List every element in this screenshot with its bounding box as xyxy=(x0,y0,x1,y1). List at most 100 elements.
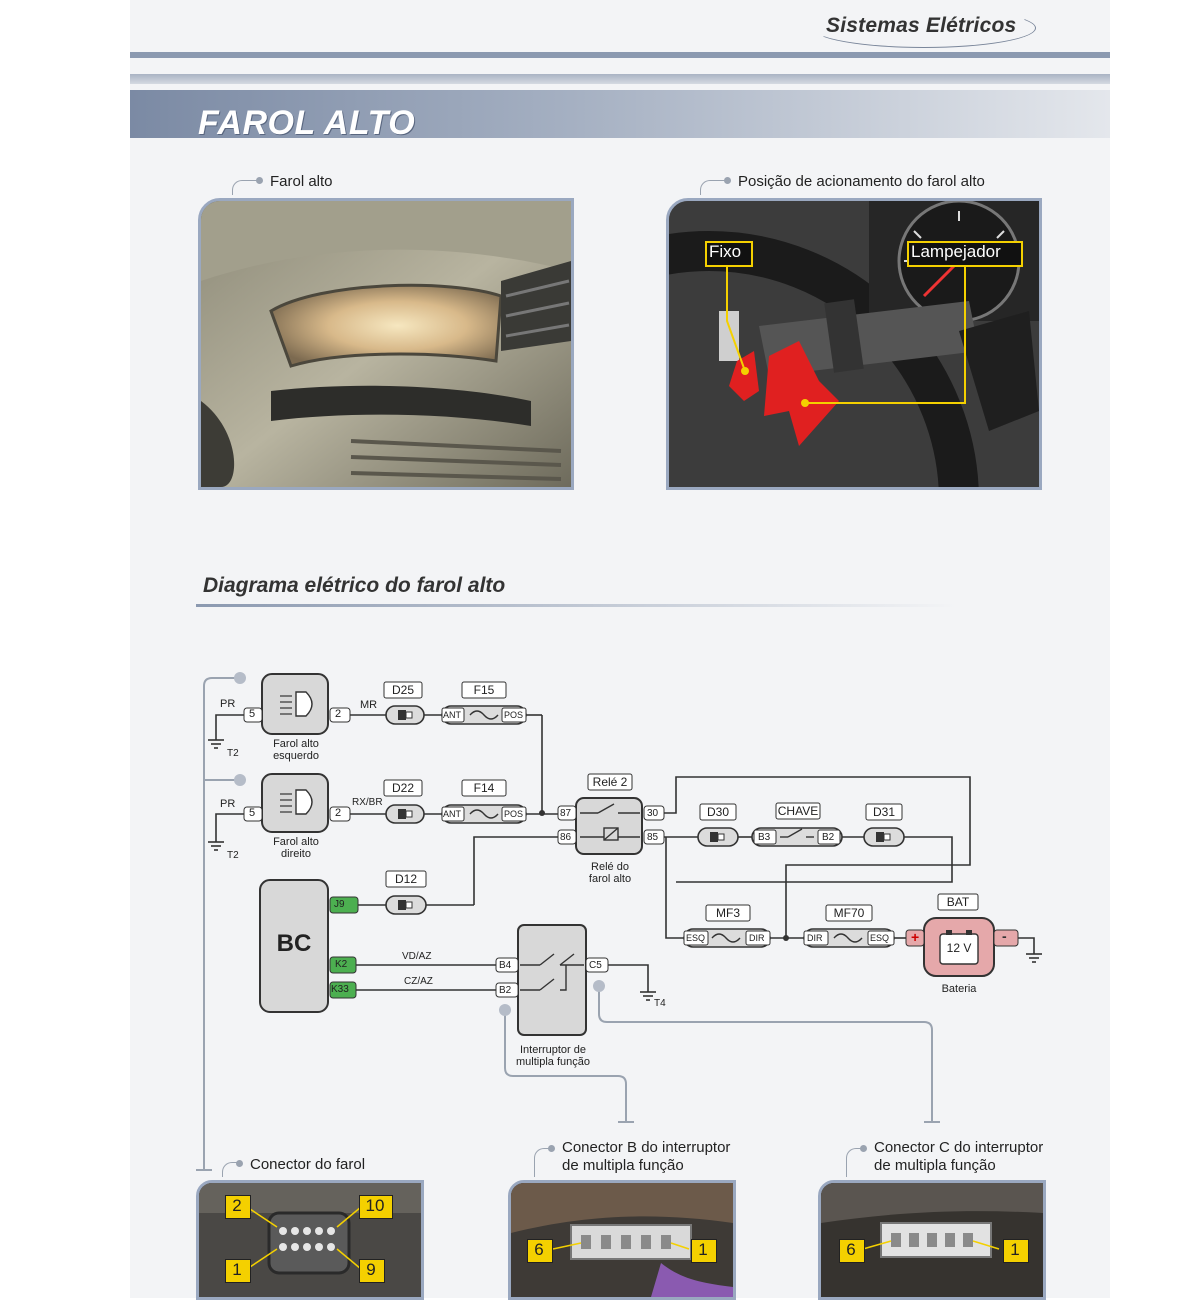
mf3-pin-esq: ESQ xyxy=(686,933,706,943)
caption-leader xyxy=(846,1148,861,1177)
lamp-right-label-line1: Farol alto xyxy=(273,836,319,848)
relay-pin-87: 87 xyxy=(560,808,572,819)
relay-pin-86: 86 xyxy=(560,832,572,843)
connector-b-caption: Conector B do interruptor de multipla fu… xyxy=(562,1139,730,1175)
lamp-left-wire-feed: MR xyxy=(360,699,378,711)
caption-leader xyxy=(232,180,261,195)
switch-pin-b4: B4 xyxy=(499,960,512,971)
connector-c-pin-6: 6 xyxy=(846,1240,856,1259)
lamp-left-ground-tag: T2 xyxy=(227,748,239,759)
lamp-left-label-line2: esquerdo xyxy=(273,750,319,762)
battery-voltage: 12 V xyxy=(946,941,972,955)
connector-b-caption-line2: de multipla função xyxy=(562,1157,684,1174)
lamp-right-label: Farol alto direito xyxy=(264,836,328,860)
lamp-left-pin-ground: 5 xyxy=(249,708,256,720)
bc-pin-j9: J9 xyxy=(334,899,345,910)
f15-pin-ant: ANT xyxy=(443,710,461,720)
page-title: FAROL ALTO xyxy=(198,104,416,142)
connector-b-pin-1: 1 xyxy=(698,1240,708,1259)
connector-b-caption-line1: Conector B do interruptor xyxy=(562,1139,731,1156)
farol-pin-2: 2 xyxy=(232,1196,242,1215)
farol-pin-10: 10 xyxy=(365,1196,385,1215)
connector-c-photo: 6 1 xyxy=(818,1180,1046,1300)
headlight-photo-caption: Farol alto xyxy=(270,173,333,190)
lamp-right-wire-ground: PR xyxy=(220,798,236,810)
diagram-title: Diagrama elétrico do farol alto xyxy=(203,574,506,597)
title-band xyxy=(130,90,1110,138)
battery-title: BAT xyxy=(946,895,970,909)
lamp-right-label-line2: direito xyxy=(281,848,311,860)
header-oval xyxy=(812,8,1036,48)
mf70-pin-esq: ESQ xyxy=(870,933,890,943)
battery-plus: + xyxy=(911,929,920,945)
mf3-pin-dir: DIR xyxy=(749,933,765,943)
fuse-mf70: MF70 xyxy=(833,906,865,920)
lamp-right-ground-tag: T2 xyxy=(227,850,239,861)
f14-pin-ant: ANT xyxy=(443,809,461,819)
battery-minus: - xyxy=(1002,928,1007,944)
connector-d22: D22 xyxy=(391,781,414,795)
connector-farol-photo: 2 10 1 9 xyxy=(196,1180,424,1300)
lamp-left-label-line1: Farol alto xyxy=(273,738,319,750)
relay-pin-85: 85 xyxy=(647,832,659,843)
key-title: CHAVE xyxy=(777,804,819,818)
connector-b-pin-6: 6 xyxy=(534,1240,544,1259)
connector-d31: D31 xyxy=(872,805,895,819)
relay-label-line2: farol alto xyxy=(588,873,632,885)
connector-c-pin-1: 1 xyxy=(1010,1240,1020,1259)
header-section-name: Sistemas Elétricos xyxy=(826,14,1017,37)
switch-pin-c5: C5 xyxy=(589,960,602,971)
wire-k33: CZ/AZ xyxy=(404,976,433,987)
caption-leader xyxy=(222,1162,237,1177)
caption-leader xyxy=(534,1148,549,1177)
relay-pin-30: 30 xyxy=(647,808,659,819)
connector-d12: D12 xyxy=(394,872,417,886)
farol-pin-1: 1 xyxy=(232,1260,242,1279)
switch-label: Interruptor de multipla função xyxy=(508,1044,598,1068)
lamp-left-pin-feed: 2 xyxy=(335,708,342,720)
diagram-rule xyxy=(196,604,956,607)
relay-label-line1: Relé do xyxy=(591,861,629,873)
fuse-mf3: MF3 xyxy=(716,906,740,920)
battery-label: Bateria xyxy=(941,983,977,995)
bc-pin-k2: K2 xyxy=(335,959,348,970)
label-fixo: Fixo xyxy=(709,242,742,261)
connector-c-caption-line1: Conector C do interruptor xyxy=(874,1139,1044,1156)
relay-title: Relé 2 xyxy=(592,775,628,789)
switch-label-line1: Interruptor de xyxy=(519,1044,587,1056)
headlight-photo xyxy=(198,198,574,490)
mf70-pin-dir: DIR xyxy=(807,933,823,943)
header-band xyxy=(130,52,1110,58)
relay-label: Relé do farol alto xyxy=(570,861,650,885)
caption-dot xyxy=(724,177,731,184)
fuse-f15: F15 xyxy=(473,683,495,697)
wire-k2: VD/AZ xyxy=(402,951,432,962)
header-band-2 xyxy=(130,74,1110,84)
key-pin-in: B3 xyxy=(758,832,771,843)
lamp-right-wire-feed: RX/BR xyxy=(352,797,383,808)
stalk-photo-caption: Posição de acionamento do farol alto xyxy=(738,173,985,190)
connector-b-photo: 6 1 xyxy=(508,1180,736,1300)
caption-dot xyxy=(236,1160,243,1167)
connector-c-caption-line2: de multipla função xyxy=(874,1157,996,1174)
caption-dot xyxy=(548,1145,555,1152)
switch-ground-tag: T4 xyxy=(654,998,666,1009)
bc-pin-k33: K33 xyxy=(331,984,349,995)
connector-farol-caption: Conector do farol xyxy=(250,1156,366,1173)
f15-pin-pos: POS xyxy=(504,710,524,720)
caption-dot xyxy=(860,1145,867,1152)
caption-dot xyxy=(256,177,263,184)
stalk-photo: Fixo Lampejador xyxy=(666,198,1042,490)
connector-d30: D30 xyxy=(706,805,729,819)
lamp-right-pin-feed: 2 xyxy=(335,807,342,819)
farol-pin-9: 9 xyxy=(366,1260,376,1279)
connector-d25: D25 xyxy=(391,683,414,697)
label-lampejador: Lampejador xyxy=(911,242,1001,261)
switch-pin-b2: B2 xyxy=(499,985,512,996)
key-pin-out: B2 xyxy=(822,832,835,843)
bc-label: BC xyxy=(276,930,312,957)
switch-label-line2: multipla função xyxy=(516,1056,590,1068)
connector-c-caption: Conector C do interruptor de multipla fu… xyxy=(874,1139,1043,1175)
caption-leader xyxy=(700,180,729,195)
